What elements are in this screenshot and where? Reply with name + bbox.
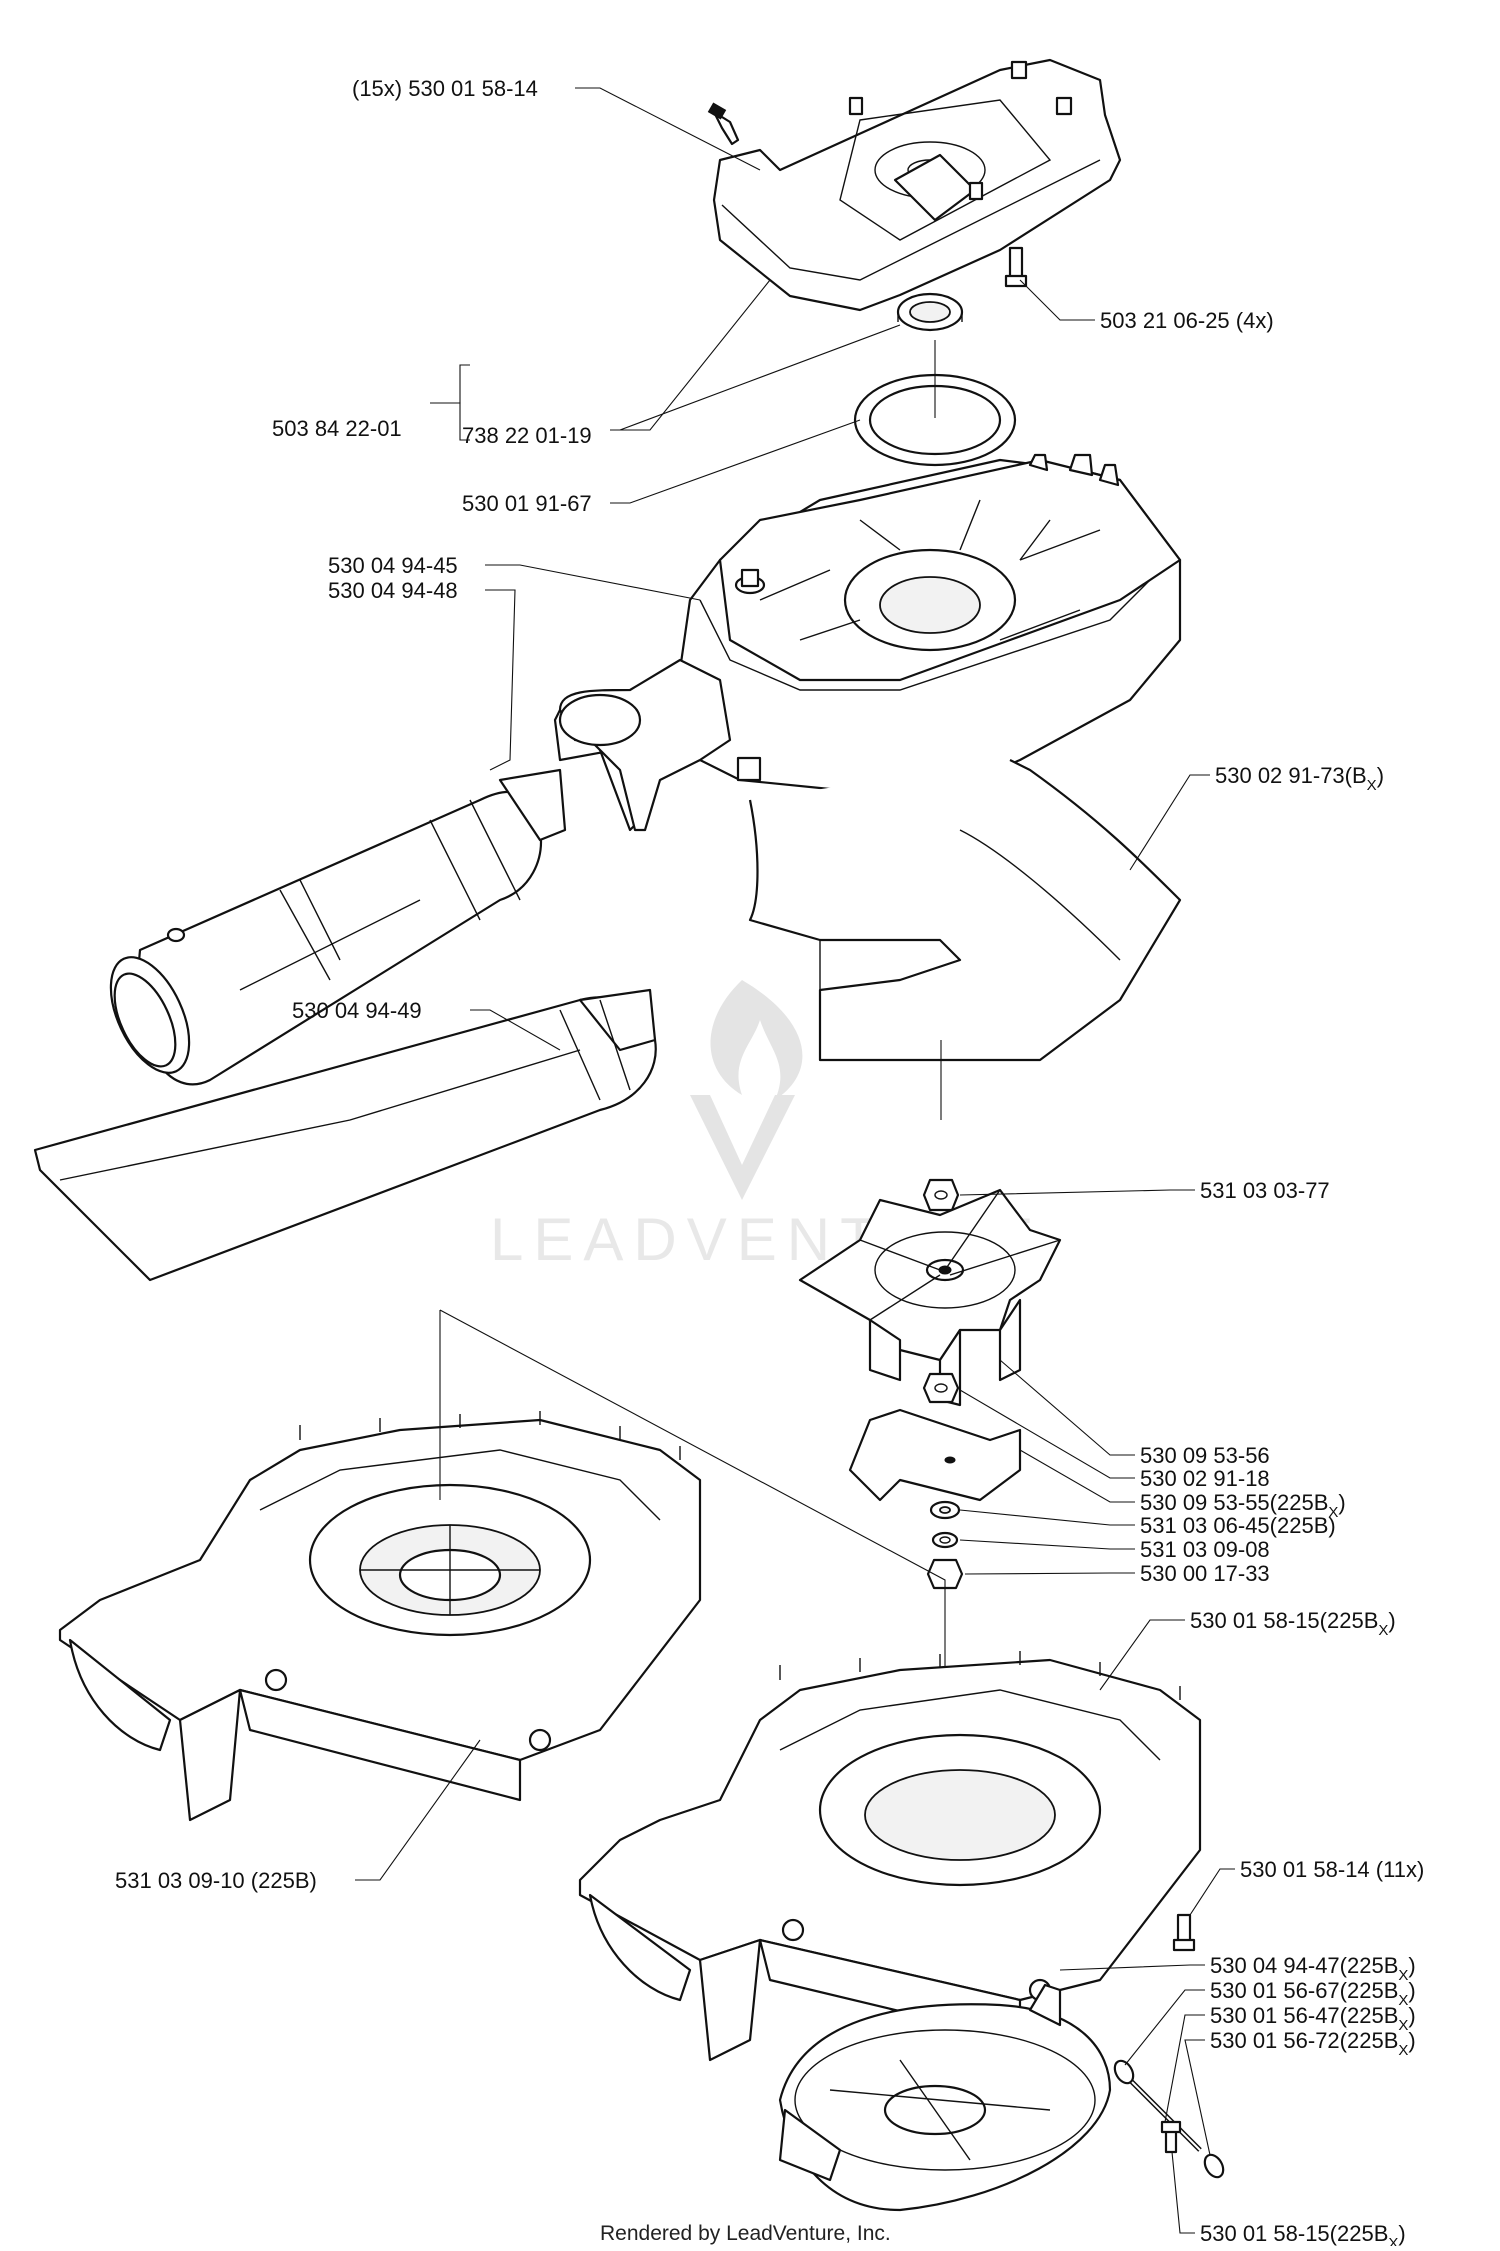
label-530-02-91-73: 530 02 91-73(BX) (1215, 763, 1384, 794)
top-cover (712, 58, 1122, 312)
label-531-03-09-10: 531 03 09-10 (225B) (115, 1868, 317, 1893)
label-531-03-03-77: 531 03 03-77 (1200, 1178, 1330, 1203)
seal-ring-icon (853, 340, 1017, 467)
label-530-04-94-47: 530 04 94-47(225BX) (1210, 1953, 1416, 1984)
label-530-01-91-67: 530 01 91-67 (462, 491, 592, 516)
spring-icon (1203, 2153, 1225, 2179)
label-530-01-56-72: 530 01 56-72(225BX) (1210, 2028, 1416, 2059)
label-530-01-58-15-top: 530 01 58-15(225BX) (1190, 1608, 1396, 1639)
label-531-03-06-45: 531 03 06-45(225B) (1140, 1513, 1336, 1538)
screw-icon (707, 102, 740, 146)
label-530-02-91-18: 530 02 91-18 (1140, 1466, 1270, 1491)
nozzle (33, 988, 657, 1282)
screw-icon (1160, 2120, 1182, 2154)
label-530-04-94-48: 530 04 94-48 (328, 578, 458, 603)
callout-labels: (15x) 530 01 58-14 503 21 06-25 (4x) 503… (115, 76, 1424, 2251)
label-531-03-09-08: 531 03 09-08 (1140, 1537, 1270, 1562)
label-530-01-58-14-15x: (15x) 530 01 58-14 (352, 76, 538, 101)
label-530-01-56-67: 530 01 56-67(225BX) (1210, 1978, 1416, 2009)
cutter-blade (848, 1408, 1022, 1502)
nut-icon (922, 1178, 960, 1212)
screw-icon (1004, 246, 1028, 288)
label-530-04-94-45: 530 04 94-45 (328, 553, 458, 578)
label-530-00-17-33: 530 00 17-33 (1140, 1561, 1270, 1586)
label-530-01-56-47: 530 01 56-47(225BX) (1210, 2003, 1416, 2034)
footer-credit: Rendered by LeadVenture, Inc. (600, 2222, 891, 2245)
label-530-04-94-49: 530 04 94-49 (292, 998, 422, 1023)
label-530-09-53-56: 530 09 53-56 (1140, 1443, 1270, 1468)
pivot-pin (1128, 2078, 1202, 2152)
leader-lines (355, 87, 1235, 2234)
label-503-84-22-01: 503 84 22-01 (272, 416, 402, 441)
screw-icon (1172, 1913, 1196, 1952)
lower-housing-left (58, 1411, 702, 1822)
nut-icon (926, 1558, 964, 1590)
washer-icon (929, 1500, 961, 1520)
label-738-22-01-19: 738 22 01-19 (462, 423, 592, 448)
nut-icon (922, 1372, 960, 1404)
label-530-01-58-15-bottom: 530 01 58-15(225BX) (1200, 2221, 1406, 2246)
label-530-09-53-55: 530 09 53-55(225BX) (1140, 1490, 1346, 1521)
tube-pipe (109, 768, 567, 1086)
liner-sheet (748, 759, 1182, 1062)
label-503-21-06-25: 503 21 06-25 (4x) (1100, 308, 1274, 333)
bearing-icon (896, 292, 964, 332)
bottom-cover (778, 1983, 1112, 2212)
label-530-01-58-14-11x: 530 01 58-14 (11x) (1240, 1857, 1424, 1882)
lower-housing-right (578, 1651, 1202, 2062)
upper-housing (553, 453, 1182, 832)
spring-icon (1113, 2059, 1135, 2085)
washer-icon (931, 1531, 959, 1549)
impeller-icon (798, 1188, 1062, 1407)
